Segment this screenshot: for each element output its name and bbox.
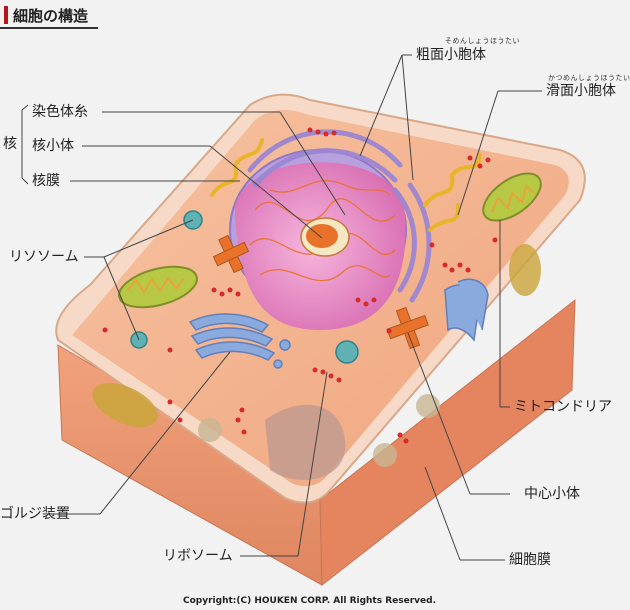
title-text: 細胞の構造: [13, 7, 89, 25]
centriole-left: [212, 234, 250, 274]
copyright: Copyright:(C) HOUKEN CORP. All Rights Re…: [183, 596, 436, 606]
rough-er-label: 粗面小胞体: [416, 47, 486, 63]
cell-side-right: [319, 298, 576, 587]
ribosome-label: リボソーム: [163, 548, 233, 564]
nuclear-membrane-label: 核膜: [32, 173, 60, 189]
lysosome-label: リソソーム: [9, 249, 79, 265]
nucleolus-label: 核小体: [32, 138, 74, 154]
centriole-label: 中心小体: [524, 486, 580, 502]
golgi-body: [188, 313, 291, 369]
centriole-right: [386, 306, 429, 350]
ribosome: [102, 127, 498, 444]
golgi-body-right: [444, 278, 489, 342]
chromatin-label: 染色体糸: [32, 104, 88, 120]
rough-er-reading: そめんしょうほうたい: [445, 37, 520, 45]
title-underline: [0, 27, 98, 29]
smooth-er-label: 滑面小胞体: [546, 83, 616, 99]
mitochondrion-right: [482, 172, 542, 222]
golgi-label: ゴルジ装置: [0, 506, 70, 522]
nucleus: [229, 149, 407, 330]
title-accent-bar: [4, 6, 8, 24]
cell-membrane-label: 細胞膜: [509, 552, 551, 568]
mitochondrion-left: [118, 265, 198, 309]
diagram-title: 細胞の構造: [0, 2, 98, 29]
mitochondria-label: ミトコンドリア: [514, 399, 612, 415]
smooth-er-reading: かつめんしょうほうたい: [548, 74, 630, 82]
nucleus-label: 核: [3, 136, 17, 152]
